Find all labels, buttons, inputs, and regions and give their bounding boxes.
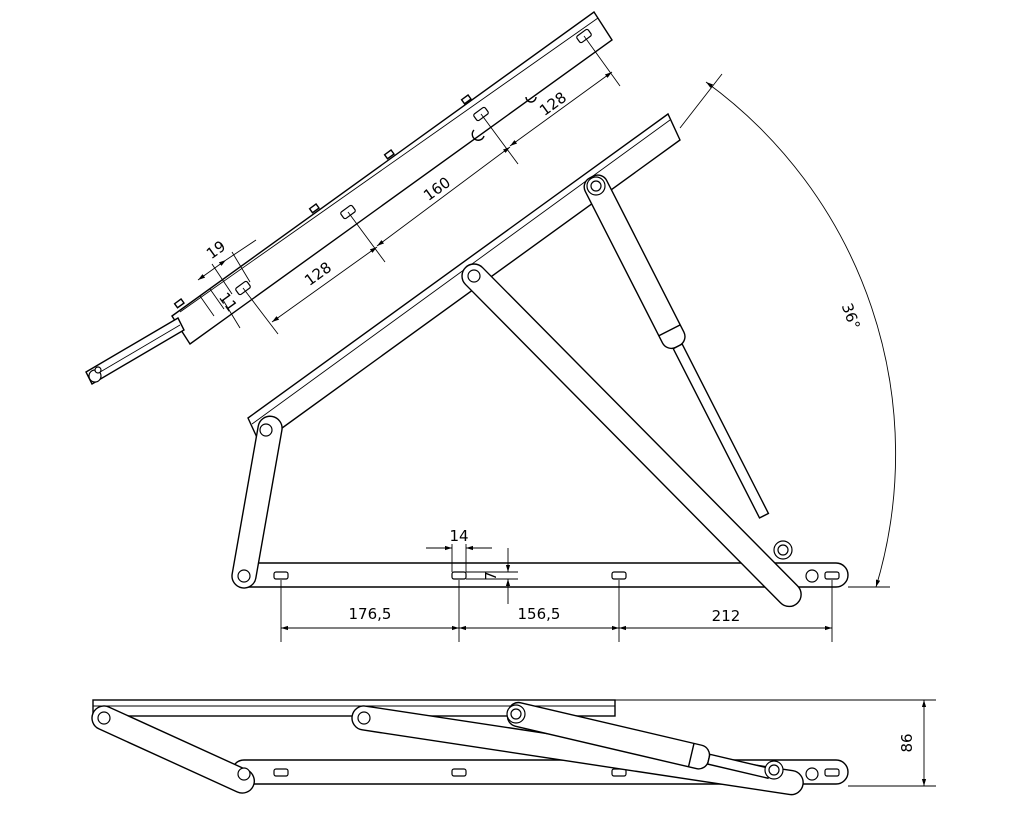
side-view-folded — [91, 699, 849, 796]
rear-link — [231, 415, 283, 589]
height-dimension: 86 — [615, 699, 936, 787]
dim-top-128-right: 128 — [536, 88, 570, 119]
dim-top-19: 19 — [203, 237, 229, 263]
gas-spring-body — [583, 174, 686, 350]
side-view-open — [231, 112, 849, 608]
dim-base-156-5: 156,5 — [518, 605, 561, 623]
dim-slot-7: 7 — [482, 571, 500, 581]
base-dimensions: 176,5 156,5 212 14 7 — [280, 527, 833, 642]
rail-body — [171, 11, 613, 345]
dim-top-160: 160 — [420, 173, 454, 204]
dim-slot-14: 14 — [449, 527, 468, 545]
folded-rear-link — [91, 705, 256, 794]
dim-base-212: 212 — [712, 607, 741, 625]
dim-top-128-left: 128 — [301, 258, 335, 289]
main-link — [461, 263, 802, 608]
dim-base-176-5: 176,5 — [349, 605, 392, 623]
dim-angle: 36° — [838, 301, 864, 332]
dim-height-86: 86 — [898, 733, 916, 752]
